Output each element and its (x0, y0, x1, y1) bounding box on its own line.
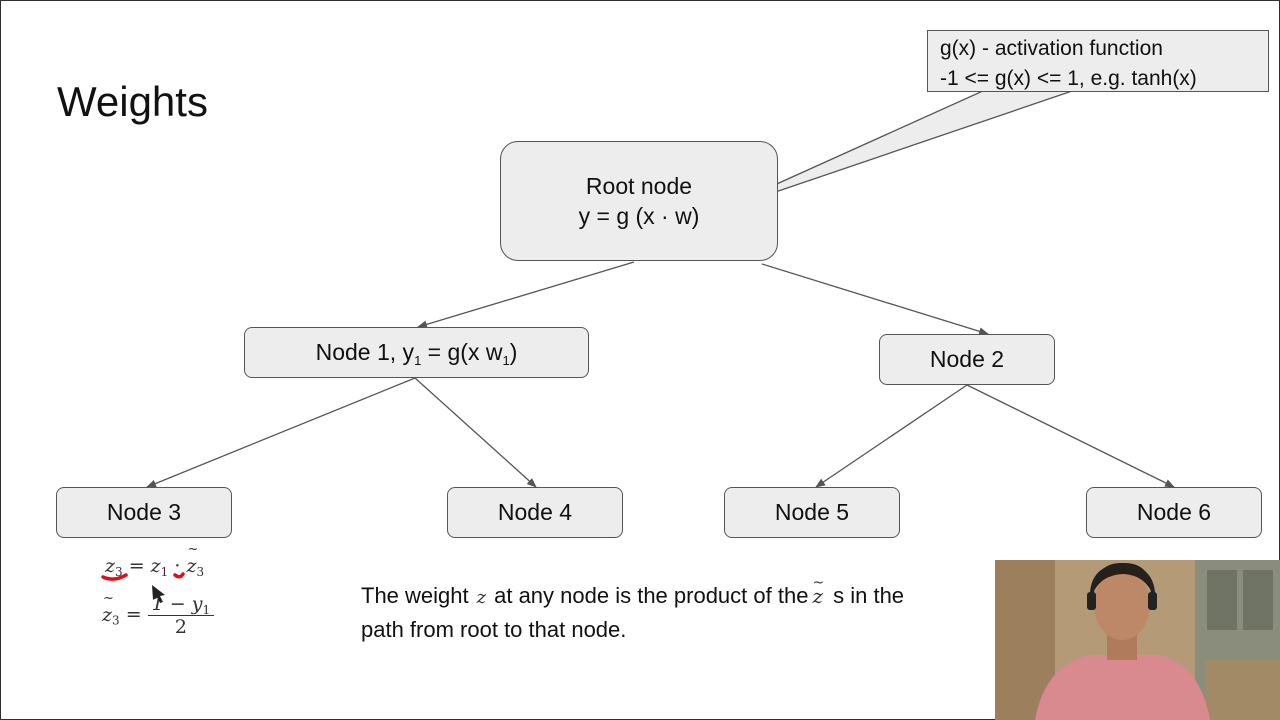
root-node-label: Root node (585, 173, 693, 199)
node-4-label: Node 4 (497, 499, 573, 525)
equation-z3-product: z3 = z1 · z3 (105, 542, 204, 578)
node-6: Node 6 (1086, 487, 1262, 538)
equation-z3-tilde: z3 = 1 − y1 2 (102, 591, 215, 638)
description-line-2: path from root to that node. (361, 617, 627, 642)
node-3-label: Node 3 (106, 499, 182, 525)
edge-root-node2 (761, 263, 989, 336)
node-4: Node 4 (447, 487, 623, 538)
root-node: Root node y = g (x · w) (500, 141, 778, 261)
fraction: 1 − y1 2 (147, 593, 215, 638)
node-1: Node 1, y1 = g(x w1) (244, 327, 589, 378)
node-2-label: Node 2 (929, 346, 1005, 372)
edge-node2-node5 (815, 384, 968, 488)
node-5-label: Node 5 (774, 499, 850, 525)
edge-node1-node3 (146, 377, 416, 488)
node-6-label: Node 6 (1136, 499, 1212, 525)
edge-root-node1 (417, 261, 635, 329)
callout-line-1: g(x) - activation function (940, 37, 1163, 60)
node-3: Node 3 (56, 487, 232, 538)
edge-node1-node4 (414, 377, 537, 488)
presenter-webcam (995, 560, 1280, 720)
edge-node2-node6 (966, 384, 1175, 488)
callout-line-2: -1 <= g(x) <= 1, e.g. tanh(x) (940, 67, 1197, 90)
presenter-image (995, 560, 1280, 720)
node-2: Node 2 (879, 334, 1055, 385)
root-node-formula: y = g (x · w) (578, 203, 700, 229)
slide-title: Weights (57, 78, 208, 125)
node-5: Node 5 (724, 487, 900, 538)
activation-callout: g(x) - activation function -1 <= g(x) <=… (927, 30, 1269, 92)
node-1-label: Node 1, y1 = g(x w1) (315, 339, 518, 368)
